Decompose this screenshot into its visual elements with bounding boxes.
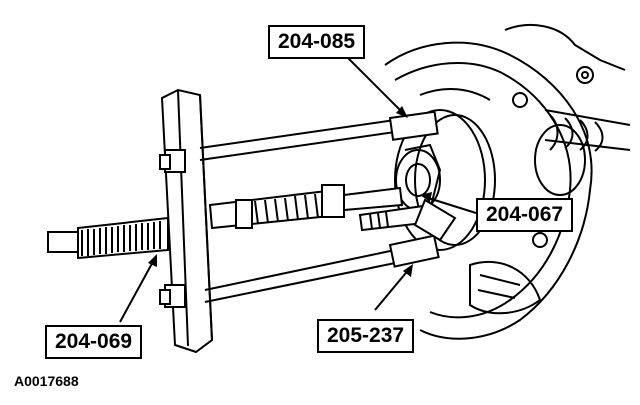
adapter-studs (358, 198, 457, 242)
puller-crossbar (159, 88, 214, 354)
wheel-hub (394, 109, 496, 251)
callout-204-085: 204-085 (268, 25, 366, 59)
figure-id: A0017688 (14, 373, 79, 389)
forcing-screw (47, 184, 404, 260)
steering-knuckle (469, 24, 631, 315)
brake-disc (384, 41, 593, 340)
callout-205-237: 205-237 (317, 319, 415, 353)
leader-205-237 (374, 267, 411, 311)
leader-204-085 (344, 54, 406, 116)
callout-204-067: 204-067 (476, 198, 574, 232)
puller-legs (199, 110, 440, 303)
callout-204-069: 204-069 (45, 325, 143, 359)
leader-204-069 (119, 257, 156, 323)
leader-204-067 (424, 196, 477, 214)
